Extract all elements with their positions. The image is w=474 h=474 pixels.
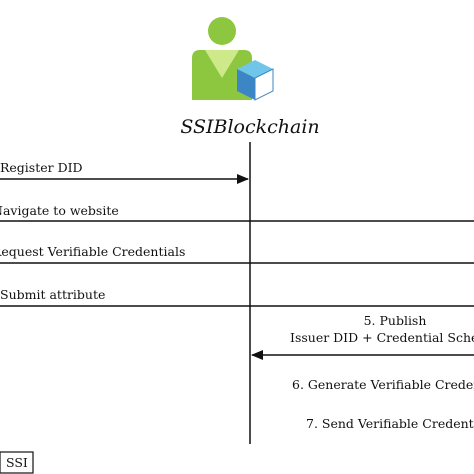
message-register-did: Register DID: [0, 160, 249, 184]
message-navigate-to-website: Navigate to website: [0, 203, 474, 222]
cube-right: [254, 68, 274, 101]
message-label: Navigate to website: [0, 203, 119, 218]
message-label: 7. Send Verifiable Credentials: [306, 416, 474, 431]
message-label-line-2: Issuer DID + Credential Scheme: [290, 330, 474, 345]
message-label: Request Verifiable Credentials: [0, 244, 185, 259]
actor-title: SSIBlockchain: [180, 116, 319, 138]
message-label: Submit attribute: [0, 287, 105, 302]
person-head: [208, 17, 236, 45]
message-label: 6. Generate Verifiable Credentials: [292, 377, 474, 392]
message-label-line-1: 5. Publish: [364, 313, 427, 328]
message-generate-verifiable-credentials: 6. Generate Verifiable Credentials: [292, 377, 474, 392]
person-with-blockchain-cube-icon: [192, 17, 274, 101]
message-send-verifiable-credentials: 7. Send Verifiable Credentials: [306, 416, 474, 431]
ssi-box-frame: [0, 451, 34, 474]
ssi-box: SSI: [0, 451, 34, 474]
message-publish: 5. Publish Issuer DID + Credential Schem…: [251, 313, 474, 360]
cube-left: [237, 69, 255, 100]
message-submit-attribute: Submit attribute: [0, 287, 474, 307]
ssi-box-label: SSI: [6, 455, 28, 470]
message-request-verifiable-credentials: Request Verifiable Credentials: [0, 244, 474, 264]
message-label: Register DID: [0, 160, 83, 175]
person-collar: [205, 50, 239, 78]
